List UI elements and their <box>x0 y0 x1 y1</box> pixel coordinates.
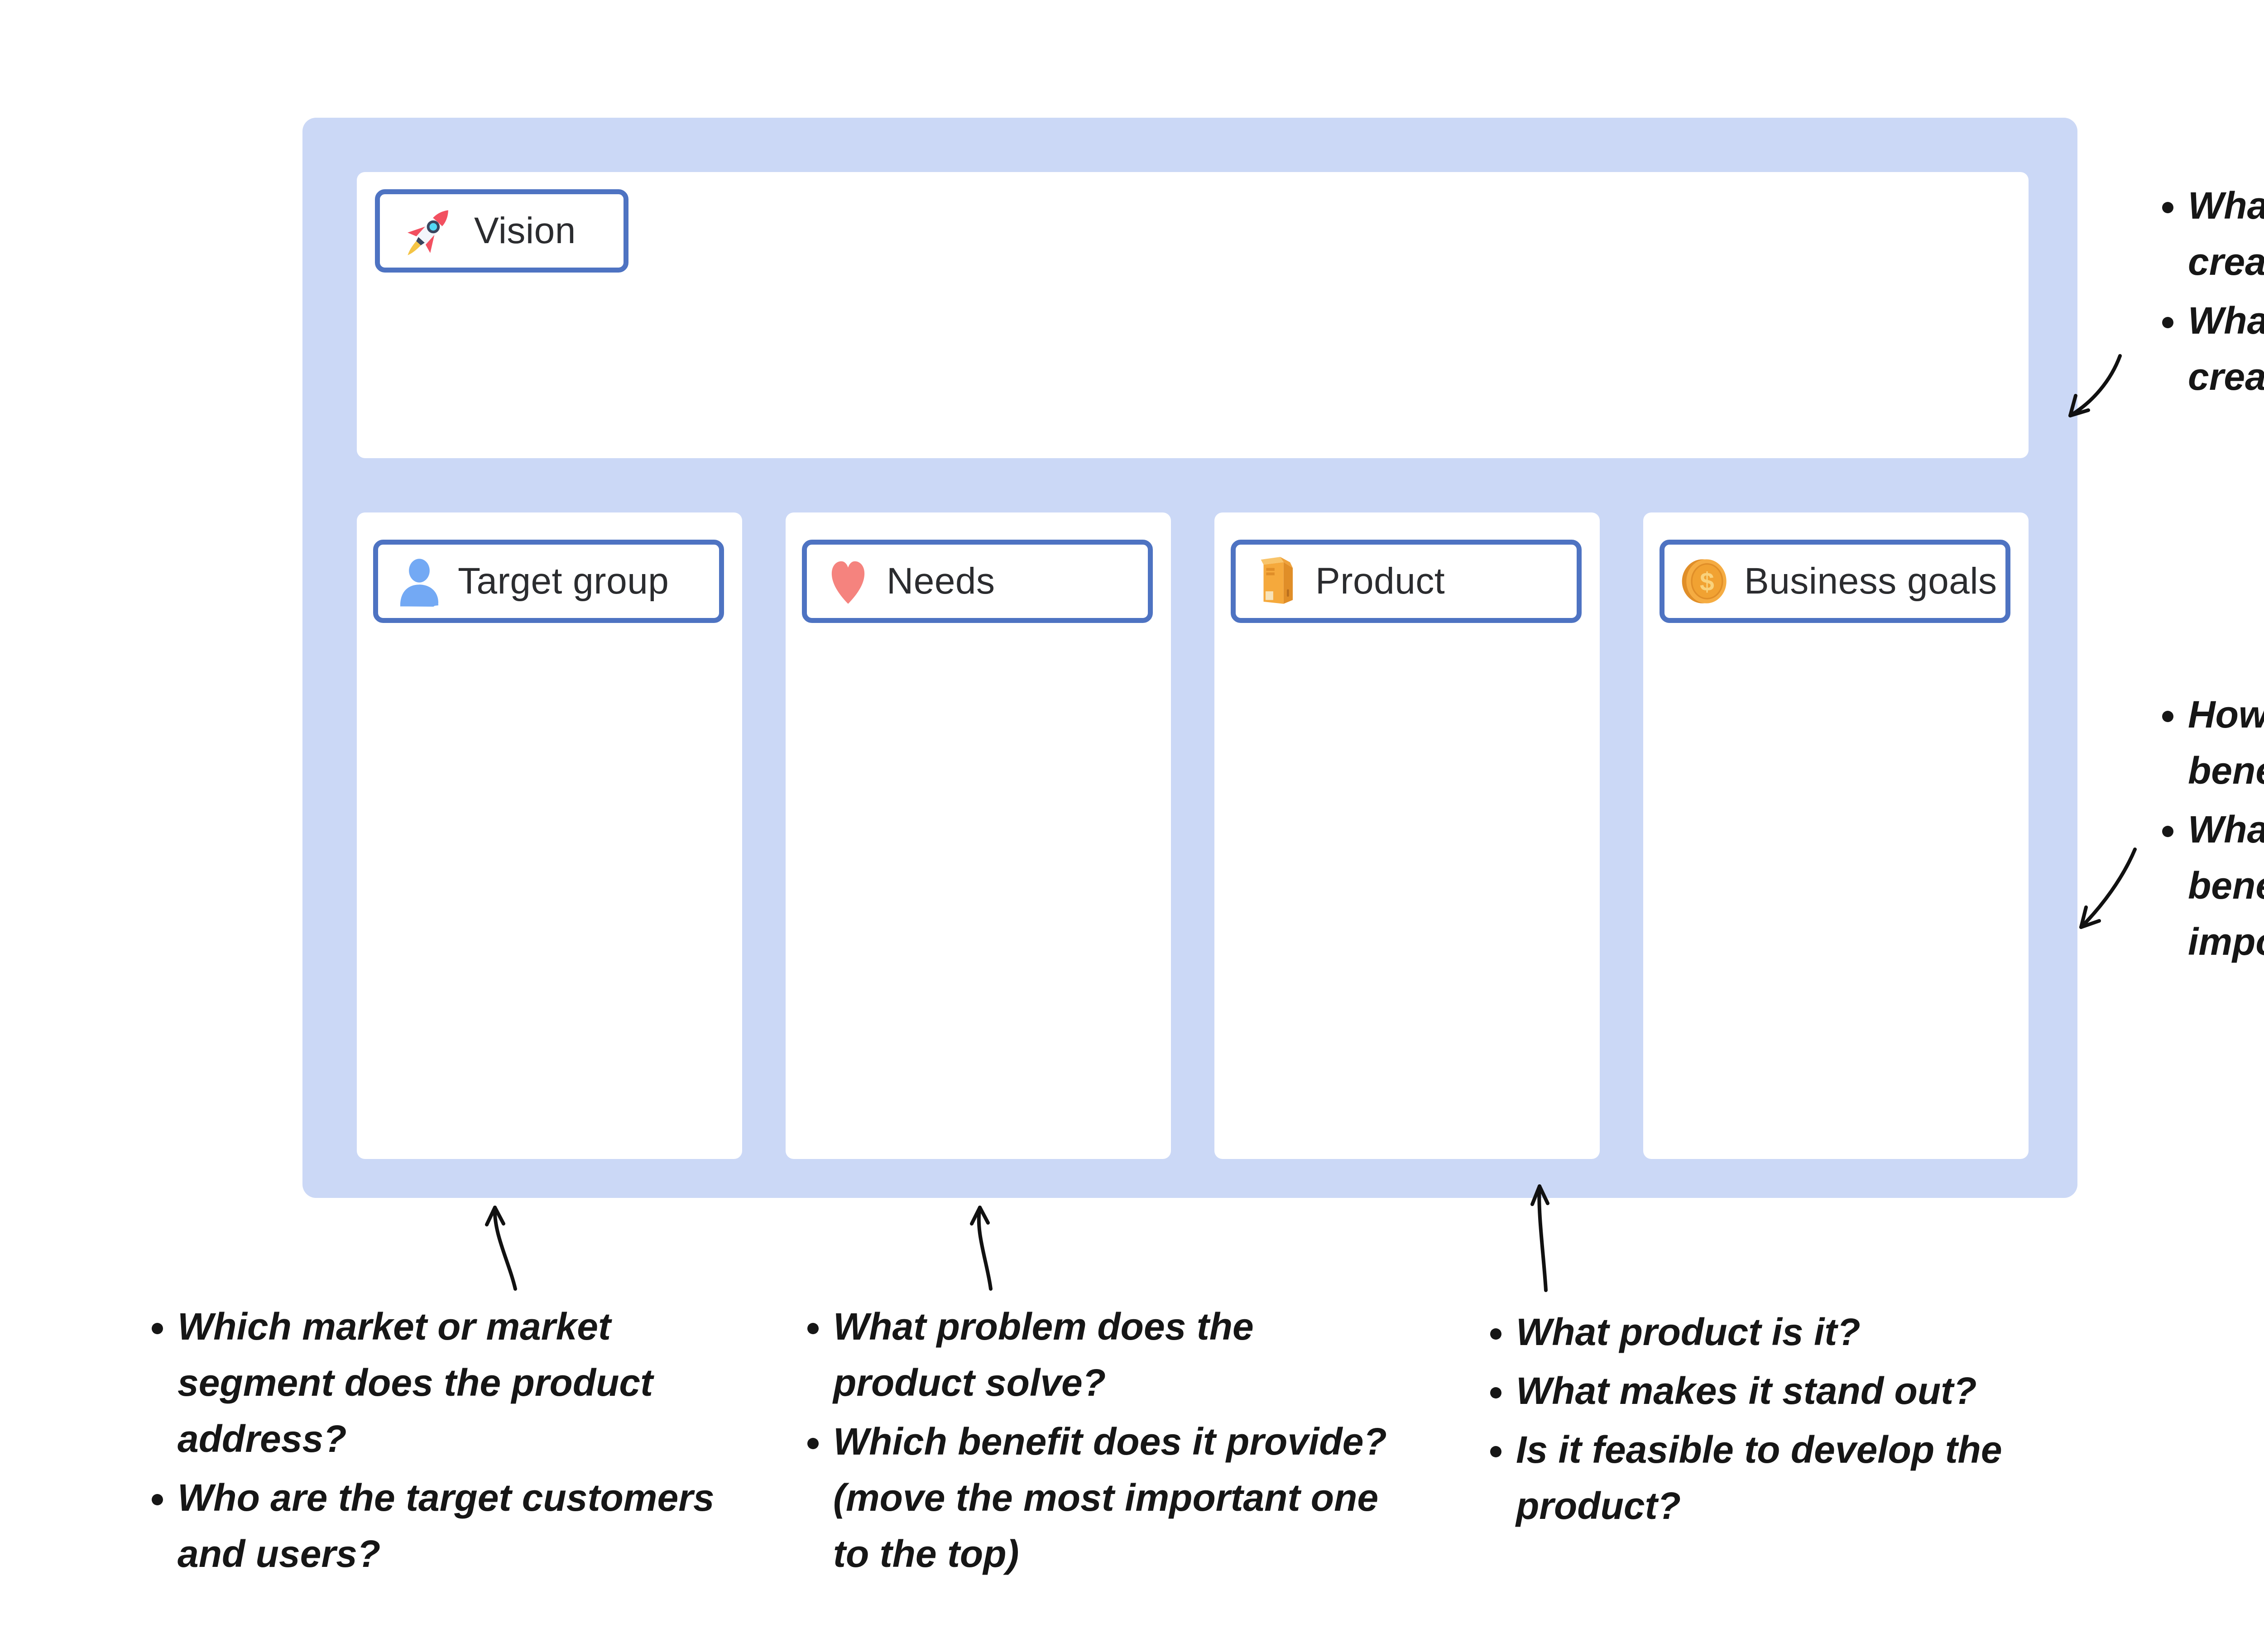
note-item: What product is it? <box>1516 1304 2114 1360</box>
note-item: What makes it stand out? <box>1516 1363 2114 1419</box>
needs-notes: What problem does the product solve? Whi… <box>782 1298 1458 1585</box>
heart-icon <box>821 555 875 608</box>
target-group-notes: Which market or market segment does the … <box>127 1298 766 1585</box>
business-goals-section[interactable]: $ Business goals <box>1643 512 2029 1159</box>
target-group-label: Target group <box>458 560 669 602</box>
product-section[interactable]: Product <box>1214 512 1600 1159</box>
vision-section[interactable]: Vision <box>357 172 2029 458</box>
needs-section[interactable]: Needs <box>786 512 1171 1159</box>
note-item: Is it feasible to develop the product? <box>1516 1422 2114 1534</box>
board-columns: Target group Needs <box>357 512 2029 1159</box>
needs-label: Needs <box>887 560 995 602</box>
svg-text:$: $ <box>1700 568 1714 597</box>
rocket-icon <box>394 197 462 265</box>
user-icon <box>393 555 446 608</box>
target-group-section[interactable]: Target group <box>357 512 742 1159</box>
business-goals-label-pill[interactable]: $ Business goals <box>1660 540 2010 623</box>
product-label-pill[interactable]: Product <box>1231 540 1582 623</box>
package-icon <box>1250 555 1304 608</box>
vision-label-pill[interactable]: Vision <box>375 189 628 273</box>
vision-board: Vision Target group <box>302 118 2077 1198</box>
note-item: What is your motivation for creating the… <box>2188 177 2264 290</box>
arrow-product-notes-to-board <box>1530 1184 1549 1292</box>
note-item: What positive change should it create? <box>2188 292 2264 405</box>
arrow-business-goals-notes-to-board <box>2079 848 2137 929</box>
target-group-label-pill[interactable]: Target group <box>373 540 724 623</box>
note-item: Which benefit does it provide? (move the… <box>833 1413 1458 1582</box>
note-item: Which market or market segment does the … <box>177 1298 766 1467</box>
note-item: What are the desired business benefits?(… <box>2188 801 2264 970</box>
product-label: Product <box>1315 560 1445 602</box>
vision-label: Vision <box>474 210 576 251</box>
needs-label-pill[interactable]: Needs <box>802 540 1153 623</box>
arrow-target-group-notes-to-board <box>485 1206 517 1291</box>
arrow-vision-notes-to-board <box>2068 354 2122 417</box>
note-item: What problem does the product solve? <box>833 1298 1458 1411</box>
business-goals-label: Business goals <box>1744 560 1997 602</box>
note-item: Who are the target customers and users? <box>177 1470 766 1582</box>
arrow-needs-notes-to-board <box>970 1206 993 1291</box>
coin-icon: $ <box>1679 555 1732 608</box>
product-notes: What product is it? What makes it stand … <box>1465 1304 2114 1537</box>
note-item: How is the product going to benefit the … <box>2188 686 2264 799</box>
vision-notes: What is your motivation for creating the… <box>2137 177 2264 407</box>
business-goals-notes: How is the product going to benefit the … <box>2137 686 2264 972</box>
